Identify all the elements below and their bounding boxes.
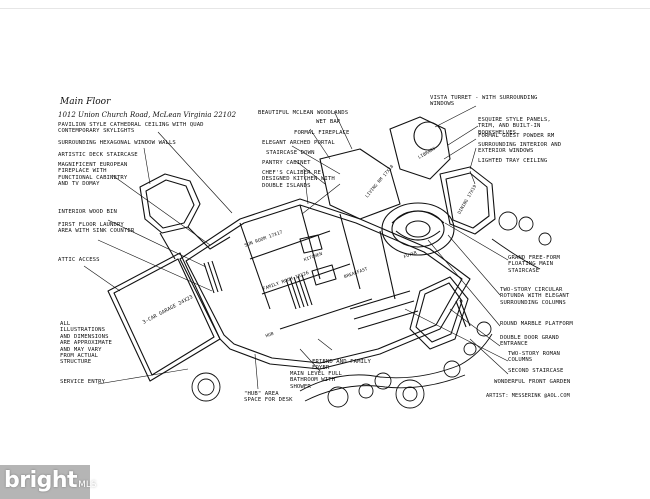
note-rotunda: Two-story circular rotunda with elegant … [500, 287, 570, 306]
tree-3 [374, 372, 392, 390]
tree-1 [191, 372, 221, 402]
watermark-background [0, 465, 90, 499]
north-wing-outline [319, 148, 401, 220]
note-hub-area: "Hub" area space for desk [244, 391, 293, 404]
dining-wing-outline [439, 166, 496, 235]
note-wet-bar: Wet bar [316, 119, 341, 125]
note-pantry: Pantry cabinet [262, 160, 311, 166]
island-2 [311, 264, 337, 286]
floor-plan-drawing [83, 105, 552, 409]
note-attic: Attic access [58, 257, 100, 263]
rotunda-outline [381, 202, 455, 256]
note-wood-bin: Interior wood bin [58, 209, 117, 215]
note-columns: Two-story Roman columns [508, 351, 561, 364]
note-main-stair: Grand free-form floating main staircase [508, 255, 561, 274]
island-1 [299, 234, 323, 254]
note-portal: Elegant arched portal [262, 140, 335, 146]
floor-plan-sheet: 3-Car Garage 24x23 Sun room 17x17 Family… [0, 8, 650, 465]
note-tray: Lighted tray ceiling [478, 158, 548, 164]
note-surrounding: Surrounding interior and exterior window… [478, 142, 562, 155]
plan-title: Main Floor [60, 97, 111, 107]
note-full-bath: Main level full bathroom with shower [290, 371, 343, 390]
note-pavilion: Pavilion style cathedral ceiling with qu… [58, 122, 204, 135]
note-esquire: Esquire style panels, trim, and built-in… [478, 117, 551, 136]
watermark-suffix: MLS [78, 480, 97, 490]
note-woodlands: Beautiful McLean woodlands [258, 110, 349, 116]
tree-5 [498, 211, 518, 231]
note-service-entry: Service entry [60, 379, 106, 385]
note-formal-fireplace: Formal fireplace [294, 130, 350, 136]
library-wing-outline [389, 116, 451, 180]
note-turret: Vista turret - with surrounding windows [430, 95, 538, 108]
tree-2 [327, 386, 349, 408]
turret-outline [413, 121, 443, 151]
note-kitchen: Chef's caliber re-designed kitchen with … [262, 170, 335, 189]
note-second-stair: Second staircase [508, 368, 564, 374]
note-entrance: Double door grand entrance [500, 335, 559, 348]
note-laundry: First floor laundry area with sink count… [58, 222, 135, 235]
note-marble: Round marble platform [500, 321, 573, 327]
brightmls-watermark: bright MLS [4, 468, 97, 493]
note-deck-stair: Artistic deck staircase [58, 152, 138, 158]
note-friend-foyer: Friend and family foyer [312, 359, 371, 372]
entrance-wing-outline [409, 276, 469, 350]
note-stair-down: Staircase down [266, 150, 315, 156]
tree-4 [395, 379, 425, 409]
plan-address: 1012 Union Church Road, McLean Virginia … [58, 111, 237, 119]
note-garden: Wonderful front garden [494, 379, 571, 385]
hex-sunroom-outline [139, 173, 201, 234]
note-fireplace: Magnificent European fireplace with func… [58, 162, 128, 188]
watermark-logo: bright [4, 468, 78, 493]
note-artist: Artist: Messerink @aol.com [486, 393, 570, 399]
note-powder: Formal guest powder rm [478, 133, 555, 139]
main-house-outline [179, 198, 471, 370]
garden-path [299, 333, 493, 392]
note-hex-windows: Surrounding hexagonal window walls [58, 140, 176, 146]
note-disclaimer: All illustrations and dimensions are app… [60, 321, 113, 366]
